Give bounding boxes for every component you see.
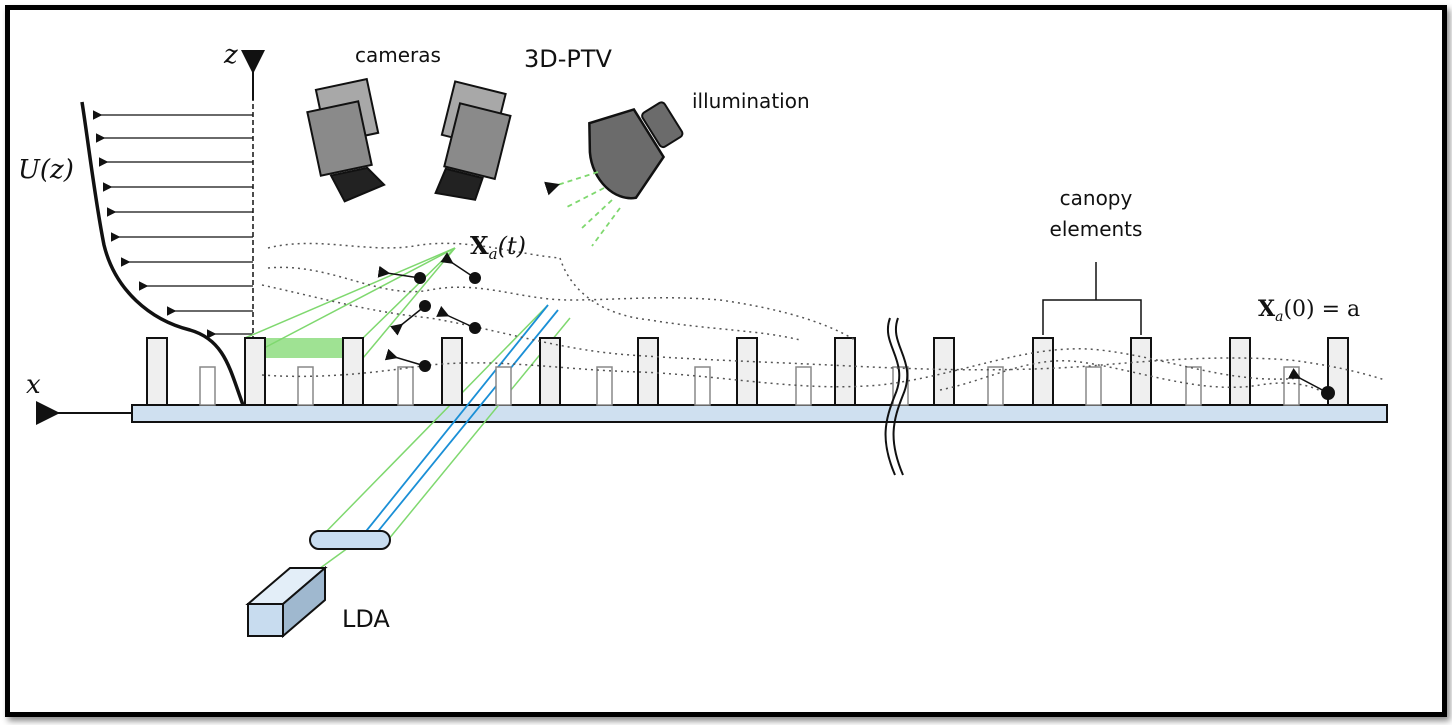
camera-sight-lines [244, 247, 456, 359]
canopy-element [342, 337, 364, 406]
canopy-element [146, 337, 168, 406]
canopy-element-background [397, 366, 414, 406]
illumination-label: illumination [692, 89, 810, 113]
canopy-element-background [795, 366, 812, 406]
camera-icon [306, 77, 386, 203]
illumination-lamp-icon [588, 101, 684, 200]
canopy-element-background [892, 366, 909, 406]
canopy-element-background [596, 366, 613, 406]
velocity-profile-curve [80, 101, 245, 406]
canopy-element [933, 337, 955, 406]
particle-trajectories [261, 242, 1386, 394]
canopy-element [637, 337, 659, 406]
canopy-element [1130, 337, 1152, 406]
canopy-element [539, 337, 561, 406]
camera-icon [434, 80, 512, 201]
light-rays [544, 171, 621, 247]
canopy-element [441, 337, 463, 406]
lda-lens [309, 530, 391, 550]
lda-laser-box-icon [245, 565, 328, 639]
floor-plate [131, 404, 1388, 423]
velocity-profile-arrows [92, 110, 253, 339]
tracer-particles [377, 252, 1335, 400]
canopy-element-background [1185, 366, 1202, 406]
z-axis-label: z [223, 40, 238, 70]
canopy-element-background [987, 366, 1004, 406]
canopy-bracket [1042, 262, 1142, 335]
canopy-element-background [495, 366, 512, 406]
trajectory-label-initial: Xa(0) = a [1258, 296, 1360, 325]
canopy-element-background [1283, 366, 1300, 406]
canopy-element [736, 337, 758, 406]
canopy-element-background [1085, 366, 1102, 406]
lda-beams [289, 304, 571, 591]
canopy-elements-group [146, 337, 1349, 406]
canopy-label-line2: elements [1050, 217, 1143, 241]
canopy-element [834, 337, 856, 406]
canopy-element [244, 337, 266, 406]
x-axis-label: x [26, 370, 41, 400]
canopy-element-background [694, 366, 711, 406]
trajectory-label-t: Xa(t) [470, 231, 526, 263]
canopy-label-line1: canopy [1060, 186, 1133, 210]
profile-label: U(z) [18, 155, 74, 185]
cameras-label: cameras [355, 43, 441, 67]
ptv-label: 3D-PTV [524, 45, 613, 73]
break-marks [884, 317, 909, 476]
canopy-element-background [297, 366, 314, 406]
canopy-element [1032, 337, 1054, 406]
canopy-element [1229, 337, 1251, 406]
canopy-element-background [199, 366, 216, 406]
lda-label: LDA [342, 605, 390, 633]
